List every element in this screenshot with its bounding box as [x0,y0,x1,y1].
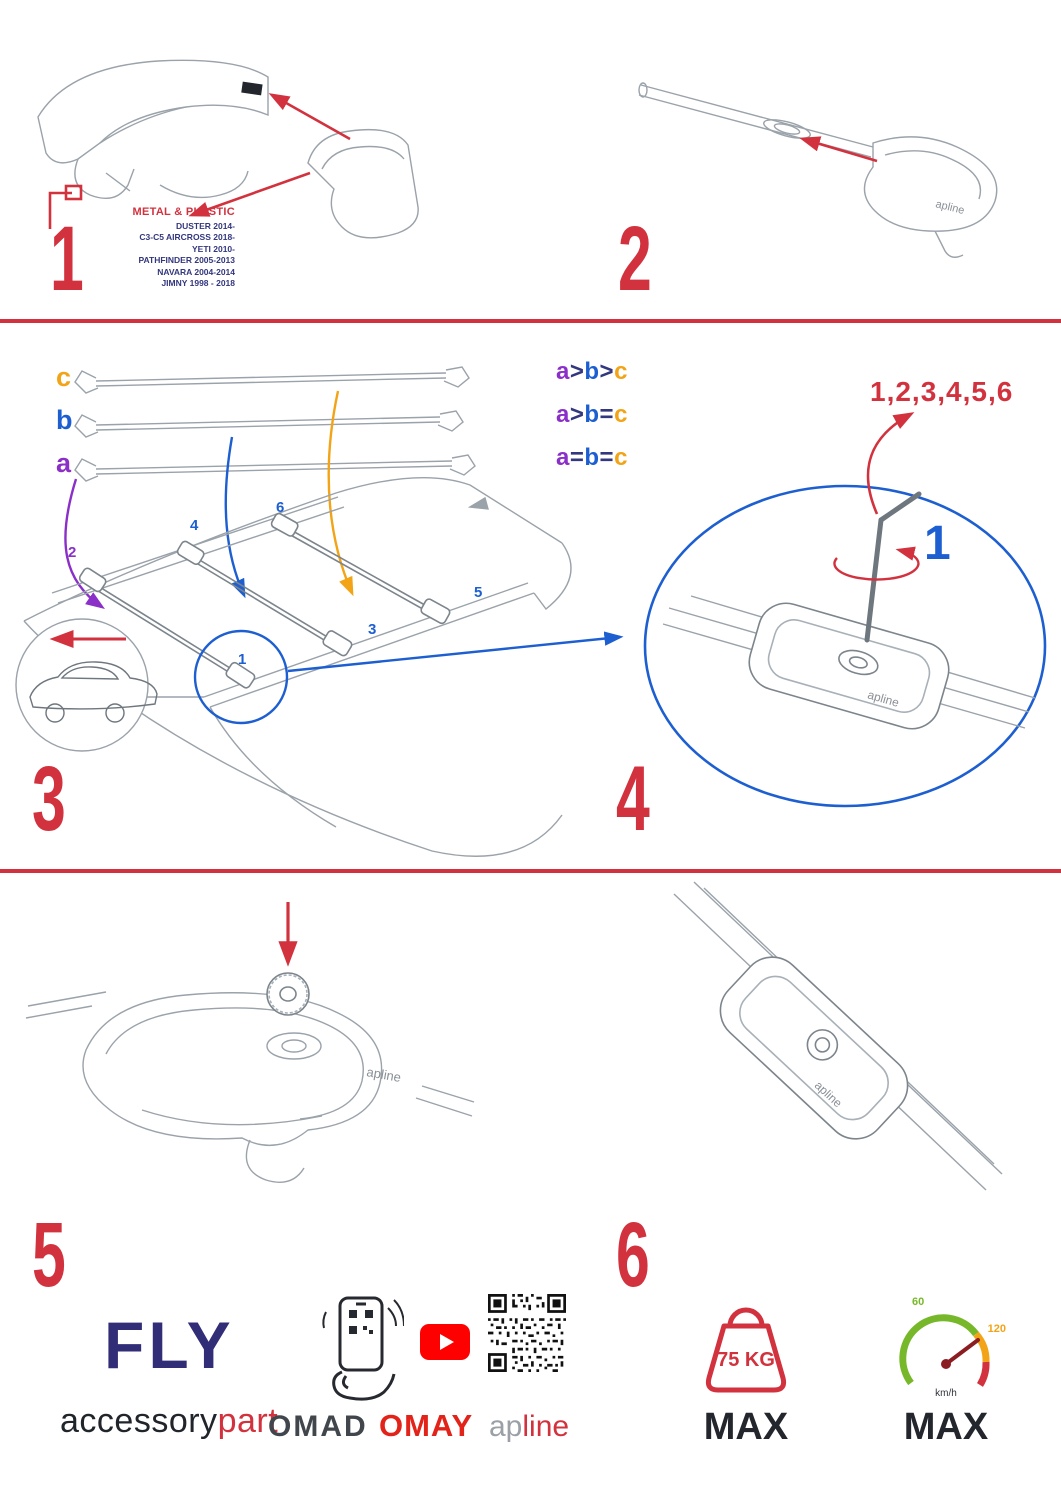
cover-cap-diagram: apline [25,902,475,1183]
roof-installation-diagram [15,366,624,857]
tightening-sequence: 1,2,3,4,5,6 [870,376,1014,407]
accessory-text: accessory [60,1402,218,1440]
materials-label: METAL & PLASTIC [132,206,235,218]
apline-line: line [522,1410,570,1443]
crossbar-end-diagram: apline [638,82,998,258]
section-divider [0,319,1061,323]
section-divider [0,869,1061,873]
model-item: YETI 2010- [192,243,235,254]
finished-foot-diagram: apline [673,881,1003,1191]
fly-logo: FLY [104,1308,235,1382]
model-item: NAVARA 2004-2014 [157,266,235,277]
step-4-number: 4 [616,748,650,850]
bar-c-locator-arrow [327,390,354,597]
size-legend-row-1: a>b>c [556,358,628,385]
weight-value: 75 KG [717,1349,775,1371]
assembly-arrows [48,93,351,229]
clamp-exploded-diagram [37,59,419,239]
qr-code [488,1294,566,1372]
cover-cap [266,972,310,1016]
part-text: part [217,1402,279,1440]
foot-callout-number: 1 [924,517,951,570]
step-1-number: 1 [50,208,84,310]
bar-a-locator-arrow [64,478,105,610]
foot-drawing: apline [748,602,950,730]
max-weight-icon: 75 KG [705,1307,787,1393]
accessorypart-logo: accessorypart [60,1404,278,1438]
apline-ap: ap [489,1410,523,1443]
rotate-arrow [833,546,920,581]
mounted-bars [78,512,451,689]
speed-unit-label: km/h [935,1388,957,1399]
youtube-icon [420,1324,470,1360]
step-3-number: 3 [32,748,66,850]
bar-c-drawing [74,366,470,394]
scan-phone-icon [322,1296,404,1401]
bar-label-b: b [56,405,73,435]
insert-arrow [799,136,878,163]
tightening-zoom-diagram: apline [643,412,1047,808]
max-speed-icon: 60 120 km/h [899,1296,1006,1399]
position-3: 3 [368,621,377,638]
model-item: C3-C5 AIRCROSS 2018- [139,232,235,243]
apline-mark: apline [365,1064,402,1085]
apline-logo: apline [489,1412,569,1442]
size-legend-row-2: a>b=c [556,401,628,428]
speed-max-label: MAX [903,1406,989,1448]
step-5-number: 5 [32,1204,66,1306]
model-item: PATHFINDER 2005-2013 [138,255,235,266]
position-2: 2 [68,544,77,561]
model-list: DUSTER 2014- C3-C5 AIRCROSS 2018- YETI 2… [40,221,235,290]
allen-key [864,491,922,643]
bar-b-locator-arrow [224,436,246,599]
sequence-arrow [866,412,915,515]
foot-drawing: apline [719,956,909,1140]
model-item: JIMNY 1998 - 2018 [161,278,235,289]
foot-callout-circle [193,629,289,725]
bar-b-drawing [74,410,464,438]
position-1: 1 [238,651,247,668]
step-2-number: 2 [618,208,652,310]
omay-logo: OMAY [379,1408,474,1443]
model-item: DUSTER 2014- [175,221,235,231]
bar-label-a: a [56,448,72,478]
size-legend-row-3: a=b=c [556,444,628,471]
zoom-circle [643,484,1047,808]
bar-label-c: c [56,362,72,392]
position-5: 5 [474,584,483,601]
position-6: 6 [276,499,285,516]
apline-badge [241,81,263,96]
step-6-number: 6 [616,1204,650,1306]
speed-low-label: 60 [912,1296,924,1308]
car-direction-inset [15,618,158,752]
weight-max-label: MAX [703,1406,789,1448]
omad-logo: OMAD [268,1410,368,1443]
speed-high-label: 120 [988,1323,1006,1335]
bar-a-drawing [74,454,476,482]
position-4: 4 [190,517,199,534]
zoom-leader-arrow [287,631,624,673]
compatibility-block: METAL & PLASTIC DUSTER 2014- C3-C5 AIRCR… [40,206,235,290]
